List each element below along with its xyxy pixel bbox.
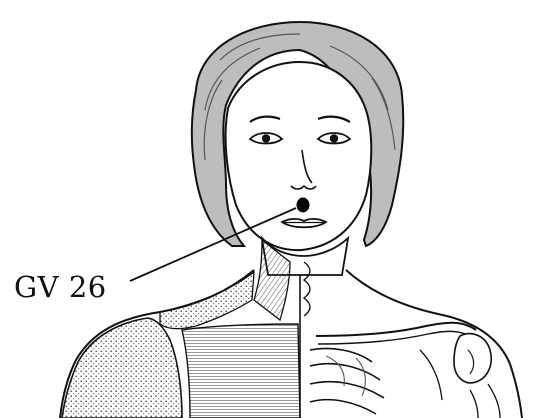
left-deltoid (62, 318, 182, 418)
right-clavicle (316, 323, 476, 336)
rib-cage (310, 349, 384, 415)
gv26-label: GV 26 (14, 270, 107, 304)
left-pectoral (182, 324, 300, 418)
acupuncture-point-gv26 (297, 198, 310, 213)
